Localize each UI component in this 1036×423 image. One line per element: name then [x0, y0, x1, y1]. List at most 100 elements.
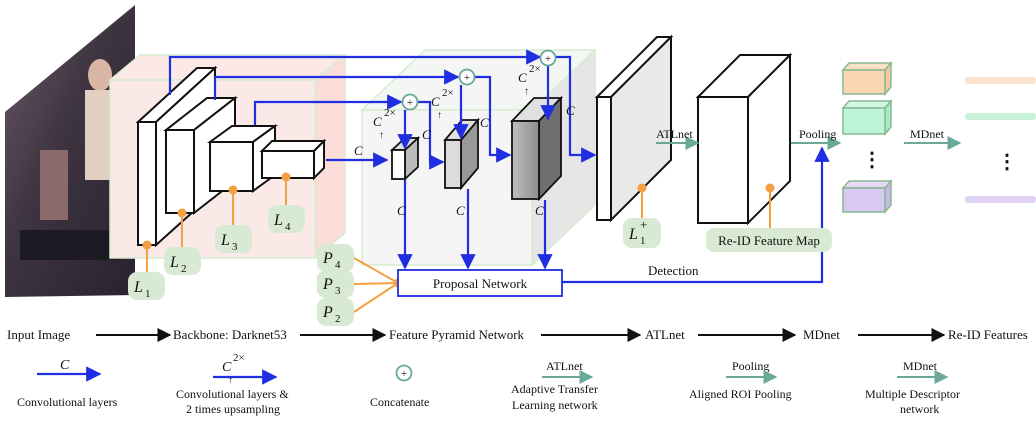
svg-text:Backbone: Darknet53: Backbone: Darknet53 [173, 327, 287, 342]
concat-node-2: + [458, 68, 476, 86]
upsample-label-3: C 2× ↑ [518, 63, 541, 97]
backbone-block-3 [206, 124, 279, 193]
backbone-block-4 [259, 138, 327, 181]
svg-text:Pooling: Pooling [732, 359, 769, 373]
svg-text:3: 3 [335, 285, 341, 297]
upsample-label-1: C 2× ↑ [373, 107, 396, 141]
legend-conv: C Convolutional layers [17, 358, 118, 409]
svg-text:4: 4 [285, 221, 291, 233]
svg-text:Aligned ROI Pooling: Aligned ROI Pooling [689, 387, 792, 401]
reid-feature-map-block [695, 52, 793, 226]
pyramid-input-lines [353, 257, 403, 313]
svg-text:C: C [480, 115, 489, 130]
svg-text:Learning network: Learning network [512, 398, 598, 412]
pipeline-row: Input Image Backbone: Darknet53 Feature … [7, 327, 1028, 342]
svg-text:+: + [464, 72, 470, 84]
level-taps [142, 172, 775, 272]
legend-conv-upsample: C 2× ↑ Convolutional layers & 2 times up… [176, 352, 289, 416]
fpn-block-3 [509, 95, 564, 202]
cubes-ellipsis: ⋮ [862, 149, 882, 171]
svg-text:Re-ID Feature Map: Re-ID Feature Map [718, 233, 820, 248]
pooled-cube-green [841, 98, 893, 137]
svg-text:P: P [322, 250, 333, 267]
level-chip-l1-plus: L 1 + [623, 217, 661, 248]
svg-text:L: L [220, 232, 230, 249]
legend-mdnet: MDnet Multiple Descriptor network [865, 359, 960, 416]
svg-text:C: C [422, 127, 431, 142]
svg-text:2×: 2× [442, 87, 454, 99]
svg-text:C: C [456, 203, 465, 218]
svg-text:L: L [169, 254, 179, 271]
descriptor-ellipsis: ⋮ [997, 151, 1017, 173]
svg-text:↑: ↑ [228, 375, 233, 386]
svg-text:ATLnet: ATLnet [546, 359, 583, 373]
svg-text:+: + [401, 368, 407, 380]
legend-concat: + Concatenate [370, 364, 429, 409]
pyramid-chip-p2: P 2 [317, 298, 354, 326]
pyramid-chip-p3: P 3 [317, 270, 354, 298]
edge-labels-c: C C C C C C C [354, 103, 575, 218]
svg-text:C: C [222, 360, 232, 375]
svg-text:C: C [535, 203, 544, 218]
svg-text:network: network [900, 402, 939, 416]
svg-text:2×: 2× [384, 107, 396, 119]
legend-pooling: Pooling Aligned ROI Pooling [689, 359, 792, 401]
svg-text:↑: ↑ [437, 110, 442, 121]
svg-text:+: + [640, 217, 647, 232]
svg-text:3: 3 [232, 241, 238, 253]
svg-text:C: C [354, 143, 363, 158]
svg-text:Input Image: Input Image [7, 327, 70, 342]
svg-text:MDnet: MDnet [803, 327, 840, 342]
svg-text:C: C [566, 103, 575, 118]
svg-text:L: L [628, 226, 638, 243]
svg-text:1: 1 [145, 288, 151, 300]
svg-text:1: 1 [640, 235, 646, 247]
svg-text:2×: 2× [529, 63, 541, 75]
pooled-cube-purple [841, 178, 893, 215]
svg-text:+: + [407, 97, 413, 109]
descriptor-bars [965, 77, 1036, 203]
reid-feature-map-chip: Re-ID Feature Map [706, 228, 832, 252]
svg-text:C: C [373, 114, 382, 129]
svg-text:4: 4 [335, 259, 341, 271]
skip-connections [168, 49, 830, 284]
svg-text:Concatenate: Concatenate [370, 395, 429, 409]
svg-text:L: L [133, 279, 143, 296]
svg-text:Re-ID Features: Re-ID Features [948, 327, 1028, 342]
mdnet-arrow-label: MDnet [910, 127, 945, 141]
concat-node-1: + [401, 93, 419, 111]
svg-text:Multiple Descriptor: Multiple Descriptor [865, 387, 960, 401]
svg-text:MDnet: MDnet [903, 359, 938, 373]
svg-text:Convolutional layers &: Convolutional layers & [176, 387, 289, 401]
pyramid-chip-p4: P 4 [317, 244, 354, 272]
svg-text:Proposal Network: Proposal Network [433, 276, 528, 291]
svg-text:C: C [397, 203, 406, 218]
svg-text:L: L [273, 212, 283, 229]
level-chip-l4: L 4 [268, 205, 305, 233]
svg-text:Convolutional layers: Convolutional layers [17, 395, 118, 409]
pooling-arrow-label: Pooling [799, 127, 836, 141]
svg-text:Feature Pyramid Network: Feature Pyramid Network [389, 327, 525, 342]
svg-text:C: C [60, 358, 70, 373]
upsample-label-2: C 2× ↑ [431, 87, 454, 121]
concat-node-3: + [539, 49, 557, 67]
svg-text:P: P [322, 304, 333, 321]
svg-text:2×: 2× [233, 352, 245, 364]
proposal-network-box: Proposal Network [397, 269, 563, 297]
legend-atlnet: ATLnet Adaptive Transfer Learning networ… [511, 359, 598, 412]
svg-text:ATLnet: ATLnet [645, 327, 685, 342]
svg-text:↑: ↑ [379, 130, 384, 141]
svg-text:C: C [518, 70, 527, 85]
svg-text:2: 2 [181, 263, 187, 275]
detection-label: Detection [648, 263, 699, 278]
svg-text:P: P [322, 276, 333, 293]
atlnet-arrow-label: ATLnet [656, 127, 693, 141]
atlnet-output-block [594, 34, 674, 223]
svg-text:C: C [431, 94, 440, 109]
svg-text:2: 2 [335, 313, 341, 325]
pooled-cube-orange [841, 60, 893, 97]
level-chip-l1: L 1 [128, 272, 165, 300]
level-chip-l2: L 2 [164, 247, 201, 275]
svg-text:2 times upsampling: 2 times upsampling [186, 402, 280, 416]
